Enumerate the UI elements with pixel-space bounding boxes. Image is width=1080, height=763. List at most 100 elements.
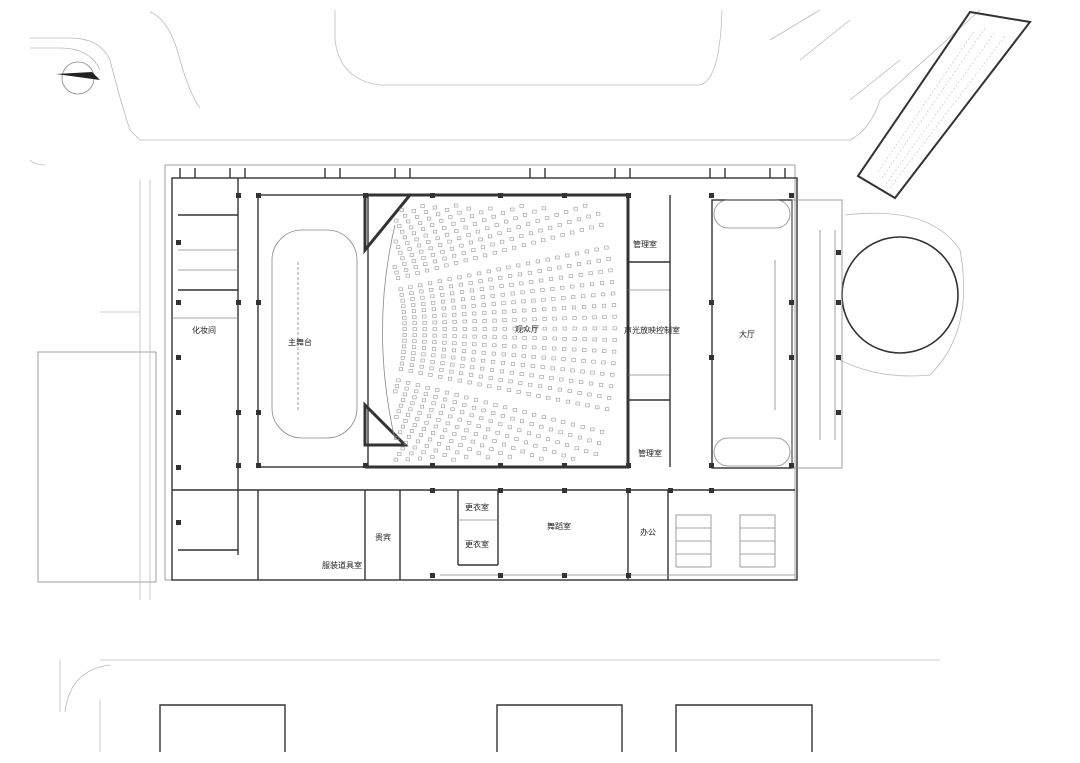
seat [509,237,514,241]
seat [490,242,495,247]
seat [414,215,420,219]
seat [541,206,546,211]
seat [575,401,580,406]
seat [478,279,483,284]
seat [493,403,498,407]
seat [529,453,535,457]
seat [552,336,557,341]
seat [568,433,573,437]
seat [427,216,432,221]
seat [412,445,417,450]
seat [537,269,542,273]
seat [592,315,597,320]
seat [592,337,597,342]
seat [485,427,491,432]
seat [570,368,575,373]
seat [512,326,517,331]
seat [455,425,460,429]
seat [424,268,430,273]
seat [582,315,587,320]
seat [400,355,405,360]
seat [608,384,614,389]
seat [542,447,547,451]
seat [429,287,434,292]
seat [431,353,436,358]
seat [574,446,579,451]
seat [498,377,503,382]
seat [404,386,409,391]
north-arrow-icon [56,61,100,95]
seat [450,298,456,303]
seat [472,311,477,316]
seat [601,303,607,308]
seat [447,376,453,381]
seat [418,283,423,288]
seat [592,348,597,353]
seat [399,208,404,212]
seat [426,414,432,419]
seat [480,366,485,371]
seat [577,391,582,395]
seat [541,297,546,302]
seat [416,243,422,248]
bottom-buildings [159,704,813,752]
seat [522,317,527,322]
seat [482,218,487,223]
site-roads [29,9,981,752]
seat [401,344,407,349]
seat [560,285,565,290]
seat [420,204,425,208]
seat [483,253,488,258]
seat [554,213,559,217]
seat [400,298,405,303]
seat [482,311,487,315]
seat [608,268,613,273]
seat [421,427,426,431]
seat [591,359,596,364]
stage-apron [382,224,396,441]
seat [395,436,400,440]
seat [411,309,417,313]
seat [602,315,607,319]
seat [486,269,491,274]
seat [571,305,577,310]
seat [398,287,403,292]
seat [598,270,603,274]
seat [512,245,517,250]
seat [531,298,536,303]
seat [447,239,452,244]
seat [441,354,446,359]
seat [551,356,556,361]
seat [488,376,493,381]
seat [520,449,525,454]
seat [437,279,442,284]
seat [592,326,597,331]
seat [586,260,592,265]
seat [450,291,455,296]
seat [398,367,404,371]
seat [400,256,405,261]
seat [408,407,413,412]
seat [402,338,407,343]
seat [466,206,471,211]
seat [422,339,427,344]
seat [512,309,517,313]
seat [490,359,496,364]
seat [462,334,467,339]
seat [463,258,468,263]
seat [473,398,479,402]
seat [500,413,505,418]
seat [532,345,537,350]
seat [516,390,521,394]
seat [415,271,420,275]
seat [396,245,401,249]
seat [462,403,467,407]
seat [469,288,475,293]
seat [467,273,472,278]
seat [539,456,544,461]
seat [485,455,490,460]
seat [552,346,557,351]
seat [538,228,543,233]
seat [419,289,424,294]
room-label-changing-1: 更衣室 [465,502,489,512]
